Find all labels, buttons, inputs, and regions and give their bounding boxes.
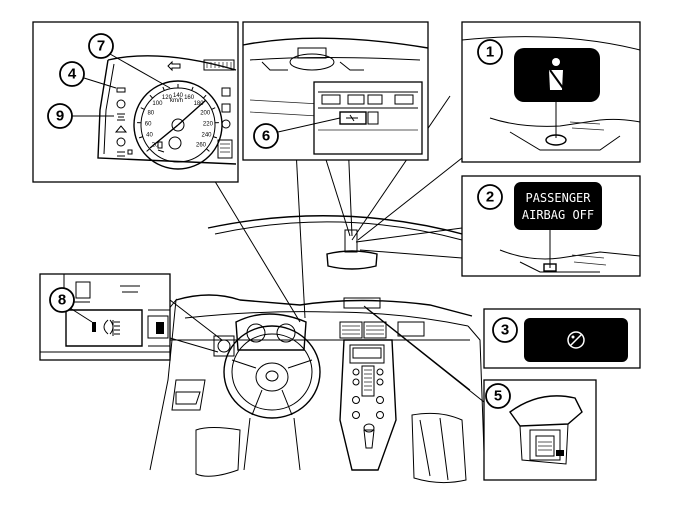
speedometer-tick-label: 240 [201,132,212,138]
rear-fog-light-icon [103,319,120,336]
right-warning-lights [217,87,233,159]
speedometer-tick-mark [205,148,210,152]
callout-6: 6 [253,117,341,149]
speedometer-tick-label: 220 [203,121,214,127]
speedometer-unit: km/h [170,98,183,104]
car-interior [149,215,486,484]
svg-text:9: 9 [56,108,64,125]
speedometer-tick-label: 140 [173,93,184,99]
svg-text:3: 3 [501,322,509,339]
svg-text:5: 5 [494,388,502,405]
speedometer-tick-label: 80 [147,110,154,116]
svg-text:2: 2 [486,189,494,206]
svg-text:7: 7 [97,38,105,55]
speedometer-tick-label: 60 [145,121,152,127]
callout-4: 4 [59,61,117,89]
speedometer-tick-label: 20 [152,142,159,148]
speedometer-tick-mark [191,86,194,91]
speedometer-tick-mark [140,107,145,110]
indicator-light-icon [116,99,126,109]
callout-5: 5 [485,383,511,409]
speedometer-tick-label: 180 [194,101,205,107]
speedometer-tick-mark [162,86,165,91]
speedometer-tick-mark [212,136,218,139]
steering-wheel [223,325,321,419]
callout-7: 7 [88,33,171,89]
left-warning-lights [114,87,128,157]
speedometer-tick-mark [203,94,207,99]
speedometer-tick-mark [146,148,151,152]
light-switch-panel [39,273,171,361]
speedometer-tick-label: 160 [184,95,195,101]
airbag-label-line1: PASSENGER [525,191,591,205]
speedometer-tick-label: 100 [152,101,163,107]
passenger-airbag-off-label [514,182,602,230]
callout-2: 2 [477,184,503,210]
speedometer-tick-label: 260 [196,142,207,148]
fuel-icon [156,322,164,334]
fog-light-indicator-icon [117,113,125,121]
svg-text:8: 8 [58,292,66,309]
rear-view-mirror [326,250,378,270]
callout-9: 9 [47,103,114,129]
svg-text:6: 6 [262,128,270,145]
speedometer-tick-mark [138,136,144,139]
speedometer-tick-mark [149,94,153,99]
airbag-label-line2: AIRBAG OFF [522,208,594,222]
roof-sensor-body [509,395,583,427]
speedometer-tick-mark [211,107,216,110]
callout-1: 1 [477,39,503,65]
svg-text:4: 4 [68,66,77,83]
callout-8: 8 [49,287,93,323]
speedometer-tick-label: 200 [200,110,211,116]
airbag-off-symbol-panel [483,308,641,369]
speedometer-tick-label: 120 [162,95,173,101]
passenger-airbag-panel: PASSENGER AIRBAG OFF [461,175,641,277]
fuel-gauge-icon [157,141,163,149]
speedometer-tick-label: 40 [146,132,153,138]
callout-3: 3 [492,317,518,343]
svg-text:1: 1 [486,44,494,61]
